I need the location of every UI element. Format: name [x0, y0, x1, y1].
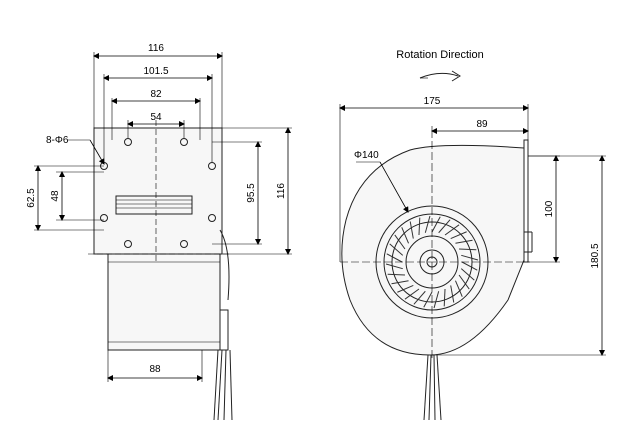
hole: [180, 240, 188, 248]
dim-116-right: 116: [276, 183, 287, 199]
impeller-blade: [431, 216, 441, 233]
impeller-blade: [444, 224, 460, 236]
dim-82: 82: [150, 89, 162, 100]
hole: [124, 138, 132, 146]
rotation-direction-title: Rotation Direction: [396, 49, 483, 61]
impeller-blade: [424, 215, 431, 233]
mounting-plate: [93, 127, 223, 255]
dim-holes: 8-Φ6: [46, 135, 69, 146]
dim-100: 100: [544, 200, 555, 217]
hole: [180, 138, 188, 146]
impeller-blade: [455, 239, 473, 244]
impeller-blade: [450, 285, 455, 303]
dim-diameter-140: Φ140: [354, 150, 379, 161]
dim-54: 54: [150, 112, 162, 123]
dim-89: 89: [476, 119, 488, 130]
impeller-blade: [409, 221, 414, 239]
impeller-blade: [461, 254, 479, 261]
impeller-blade: [385, 263, 403, 270]
dim-95-5: 95.5: [246, 183, 257, 203]
rotation-arrow-icon: [419, 70, 461, 82]
dim-62-5: 62.5: [26, 188, 37, 208]
impeller-blade: [459, 248, 477, 251]
impeller-blade: [438, 219, 451, 234]
impeller-blade: [460, 268, 475, 281]
impeller-blade: [391, 280, 409, 285]
impeller-blade: [397, 284, 414, 293]
hole: [124, 240, 132, 248]
dim-175: 175: [424, 96, 441, 107]
hole: [100, 214, 108, 222]
outlet-slot: [115, 195, 193, 215]
hole: [208, 214, 216, 222]
impeller-blade: [413, 290, 426, 305]
dim-88: 88: [149, 364, 161, 375]
impeller-blade: [404, 288, 420, 300]
blower-body: [107, 253, 221, 351]
impeller-blade: [461, 261, 478, 271]
impeller-blade: [394, 234, 406, 250]
outlet-flange: [523, 139, 529, 263]
impeller-blade: [433, 291, 440, 309]
hole: [208, 162, 216, 170]
impeller-blade: [443, 289, 446, 307]
impeller-blade: [423, 291, 433, 308]
impeller-blade: [387, 273, 405, 276]
impeller-blade: [458, 274, 470, 290]
impeller-blade: [454, 280, 463, 297]
dim-180-5: 180.5: [590, 243, 601, 268]
impeller-blades: [385, 215, 479, 309]
wire-bundle-front: [423, 354, 442, 421]
dim-101-5: 101.5: [143, 66, 168, 77]
front-view: Rotation Direction: [339, 49, 606, 421]
side-view: 116 101.5 82 54 8-Φ6 62.5 48 9: [26, 43, 292, 421]
dim-116-top: 116: [148, 43, 164, 54]
impeller-blade: [401, 227, 410, 244]
impeller-blade: [418, 217, 421, 235]
wire-bundle: [213, 229, 233, 421]
impeller-blade: [386, 253, 403, 263]
impeller-blade: [450, 231, 467, 240]
impeller-blade: [389, 243, 404, 256]
dim-48: 48: [50, 190, 61, 202]
